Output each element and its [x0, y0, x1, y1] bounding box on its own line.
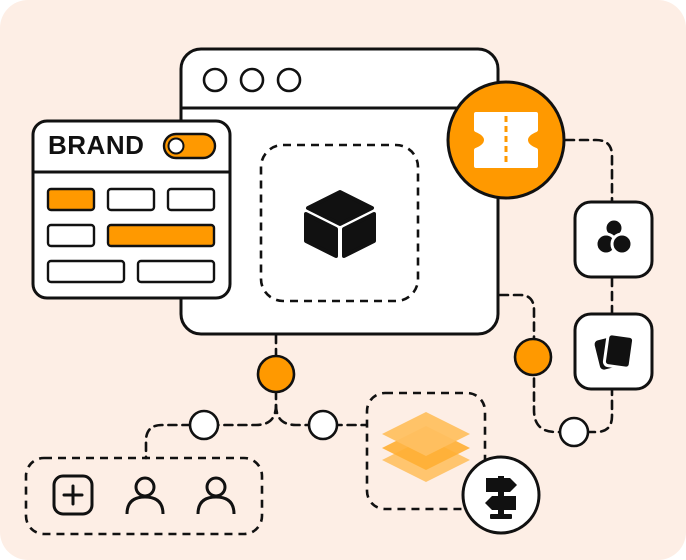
window-control-dot	[202, 67, 228, 93]
brand-toggle[interactable]	[162, 132, 217, 160]
groups-tile	[573, 200, 654, 279]
connector-nodes	[188, 337, 590, 448]
signpost-node	[461, 455, 541, 535]
layers-node	[365, 391, 487, 511]
swatch-white-wide	[46, 259, 126, 284]
browser-window	[179, 47, 500, 336]
swatch-white	[46, 223, 96, 248]
circles-cluster-icon	[594, 217, 634, 256]
swatch-white-wide	[136, 259, 216, 284]
connector-ticket-to-groups	[564, 138, 614, 206]
ticket-icon	[474, 112, 538, 168]
swatch-orange-small	[46, 187, 96, 212]
user-icon	[196, 476, 236, 515]
connector-window-to-bottom	[144, 333, 278, 460]
cards-tile	[573, 312, 654, 391]
signpost-icon	[485, 476, 517, 519]
connector-window-to-cards	[498, 293, 614, 434]
layers-stack-icon	[382, 412, 470, 482]
cube-placeholder	[259, 143, 420, 303]
node-white-left	[188, 409, 220, 441]
node-white-right	[558, 416, 590, 448]
plus-square-icon[interactable]	[52, 474, 94, 516]
node-orange-bottom	[256, 354, 296, 394]
window-control-dot	[239, 67, 265, 93]
swatch-white	[106, 187, 156, 212]
window-control-dot	[276, 67, 302, 93]
node-orange-right	[513, 337, 553, 377]
brand-title: BRAND	[48, 130, 145, 160]
swatch-orange-wide	[106, 223, 216, 248]
connector-bottom-to-layers	[274, 403, 368, 427]
swatch-white	[166, 187, 216, 212]
user-icon	[125, 476, 165, 515]
ticket-node	[446, 80, 566, 200]
cube-icon	[304, 190, 376, 258]
brand-card	[31, 119, 232, 300]
stacked-cards-icon	[594, 332, 636, 370]
node-white-middle	[307, 409, 339, 441]
people-tray	[24, 456, 264, 536]
